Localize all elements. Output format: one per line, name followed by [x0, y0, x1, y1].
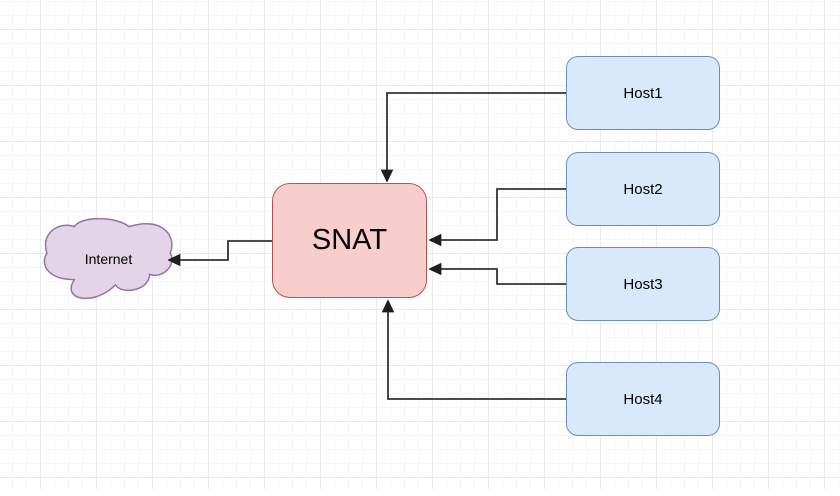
- node-snat-label: SNAT: [311, 224, 388, 256]
- edge-host2-snat[interactable]: [430, 188, 566, 240]
- edge-host1-snat[interactable]: [387, 92, 566, 181]
- node-host2[interactable]: Host2: [566, 152, 720, 226]
- edge-host3-snat[interactable]: [430, 269, 566, 285]
- node-host4[interactable]: Host4: [566, 362, 720, 436]
- internet-cloud-shape[interactable]: [43, 217, 173, 300]
- node-host3-label: Host3: [623, 275, 663, 293]
- node-host2-label: Host2: [623, 180, 663, 198]
- edge-snat-internet[interactable]: [169, 240, 272, 260]
- edge-host4-snat[interactable]: [388, 301, 566, 400]
- node-host3[interactable]: Host3: [566, 247, 720, 321]
- node-host1-label: Host1: [623, 84, 663, 102]
- node-host1[interactable]: Host1: [566, 56, 720, 130]
- node-host4-label: Host4: [623, 390, 663, 408]
- node-snat[interactable]: SNAT: [272, 183, 427, 298]
